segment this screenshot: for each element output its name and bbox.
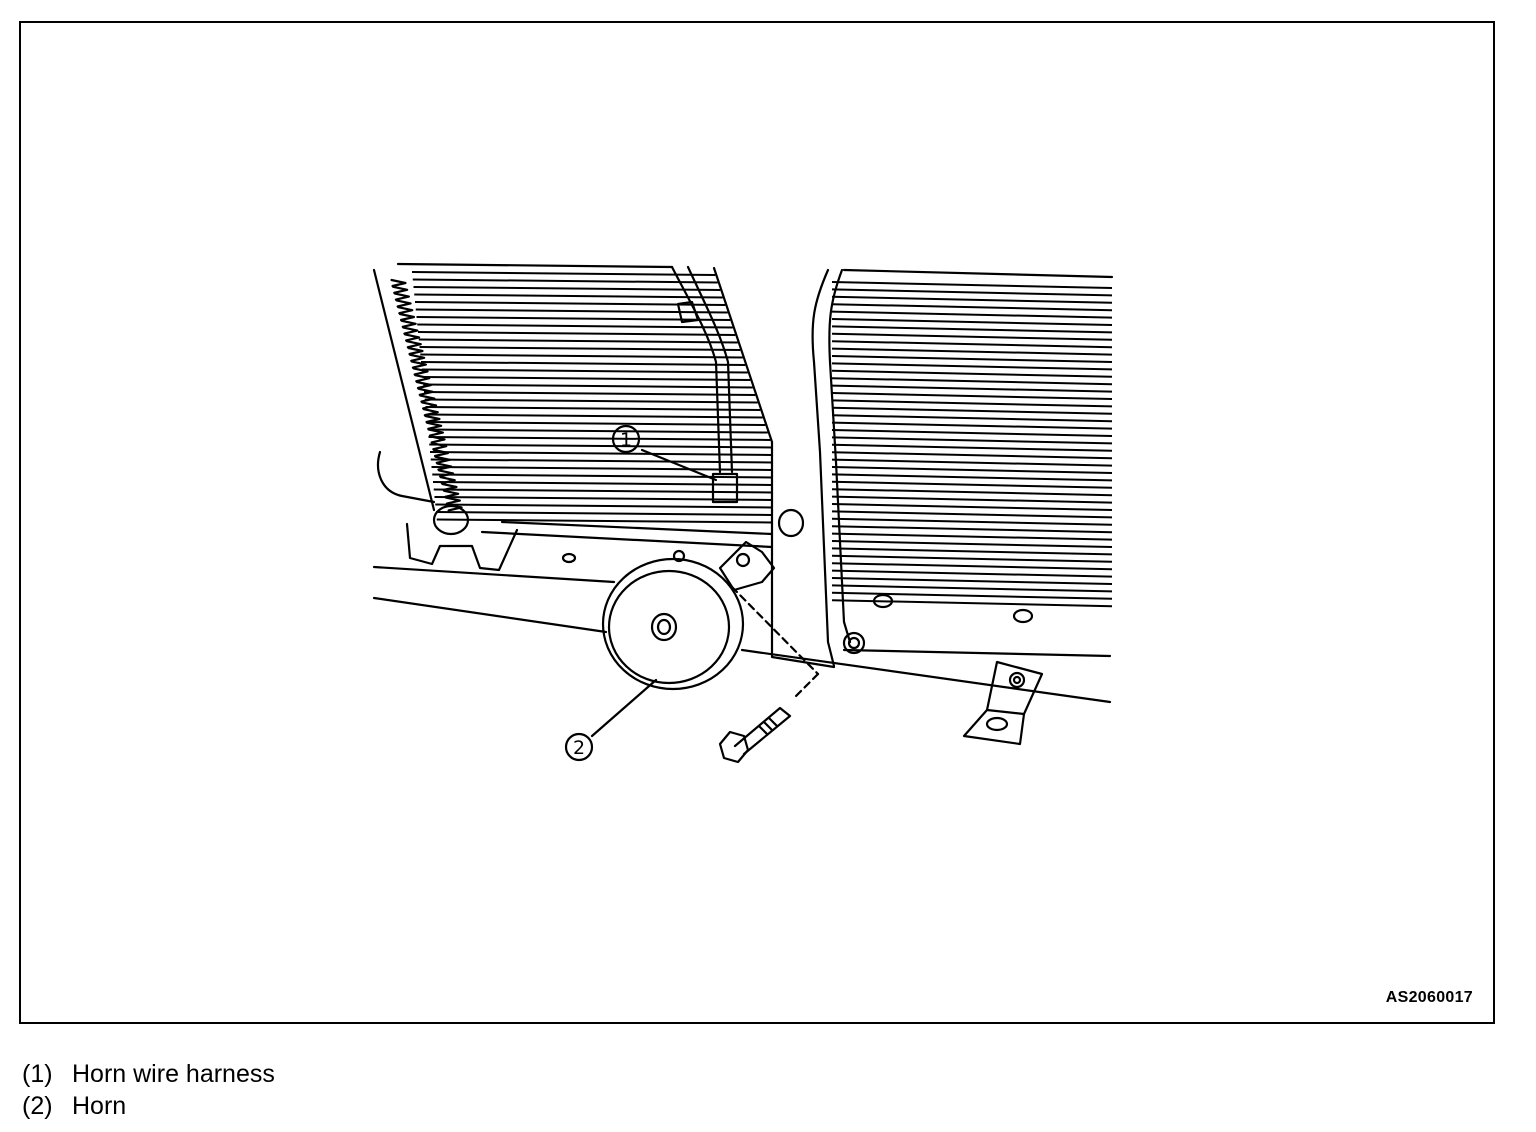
callout-1: 1 <box>611 424 718 482</box>
horn-installation-illustration: 1 2 <box>372 262 1114 764</box>
right-core-fins <box>831 281 1113 608</box>
legend-item-number: (2) <box>22 1092 53 1120</box>
callout-2: 2 <box>564 678 658 762</box>
legend: (1) Horn wire harness (2) Horn <box>22 1058 275 1122</box>
horn-bolt <box>718 585 820 764</box>
callout-2-number: 2 <box>573 737 585 759</box>
legend-item-number: (1) <box>22 1060 53 1088</box>
callout-1-number: 1 <box>620 429 632 451</box>
legend-item-label: Horn <box>72 1092 127 1120</box>
horn <box>601 540 776 691</box>
figure-id: AS2060017 <box>1385 989 1473 1006</box>
horn-bracket <box>962 660 1044 746</box>
left-mount-boss <box>376 450 577 572</box>
left-core-fins <box>411 271 773 524</box>
left-condenser-core <box>372 262 774 549</box>
legend-item-label: Horn wire harness <box>72 1060 275 1088</box>
figure-frame: 1 2 AS2060017 <box>19 21 1495 1024</box>
right-condenser-core <box>831 268 1114 624</box>
center-divider <box>770 268 866 669</box>
legend-item: (2) Horn <box>22 1090 275 1122</box>
horn-wire-harness <box>670 265 739 504</box>
legend-item: (1) Horn wire harness <box>22 1058 275 1090</box>
